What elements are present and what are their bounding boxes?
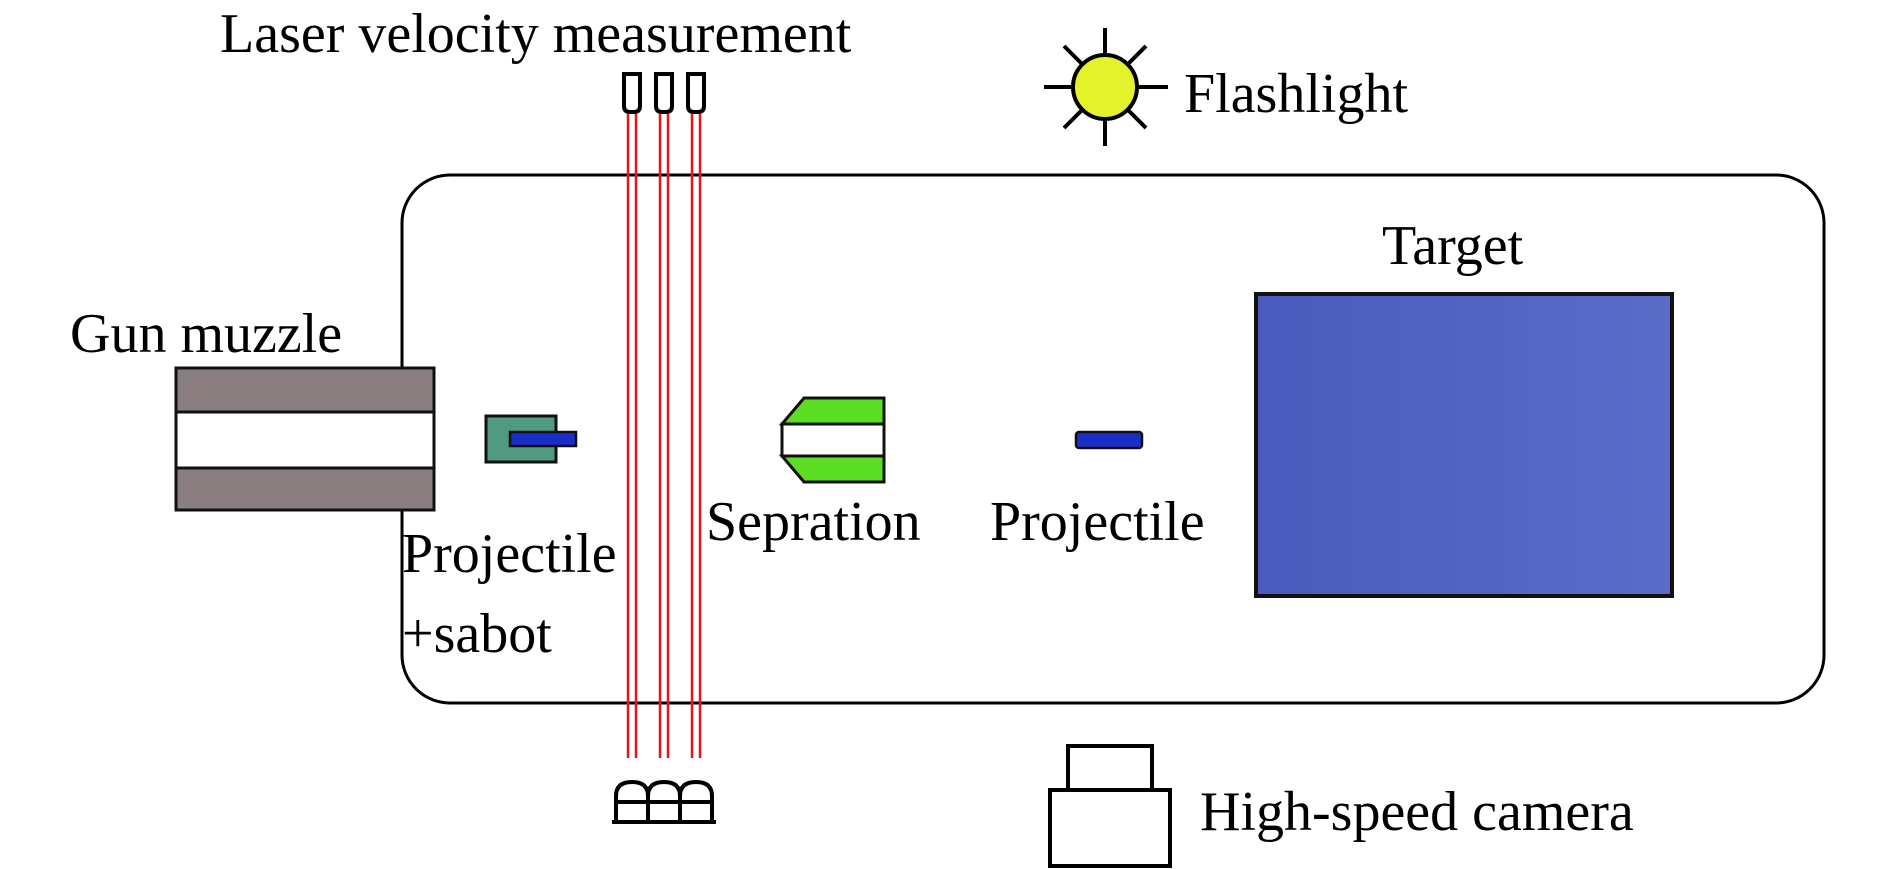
projectile-sabot-label-line2: +sabot: [402, 603, 552, 665]
camera-label: High-speed camera: [1200, 781, 1634, 843]
flashlight-label: Flashlight: [1184, 63, 1408, 125]
projectile-with-sabot: [484, 414, 578, 464]
sun-icon: [1044, 28, 1168, 146]
target-label: Target: [1382, 215, 1524, 277]
laser-velocity-label: Laser velocity measurement: [220, 3, 852, 65]
target-block: [1254, 292, 1674, 598]
laser-emitter-icon: [622, 72, 706, 114]
projectile: [1074, 430, 1144, 450]
gun-muzzle: [174, 366, 436, 512]
laser-receiver-icon: [612, 779, 716, 824]
separation-label: Sepration: [706, 491, 921, 553]
laser-beams: [626, 114, 702, 758]
projectile-sabot-label-line1: Projectile: [402, 523, 617, 585]
gun-muzzle-label: Gun muzzle: [70, 303, 342, 365]
sabot-separation: [778, 396, 886, 484]
camera-icon: [1048, 744, 1172, 868]
projectile-label: Projectile: [990, 491, 1205, 553]
